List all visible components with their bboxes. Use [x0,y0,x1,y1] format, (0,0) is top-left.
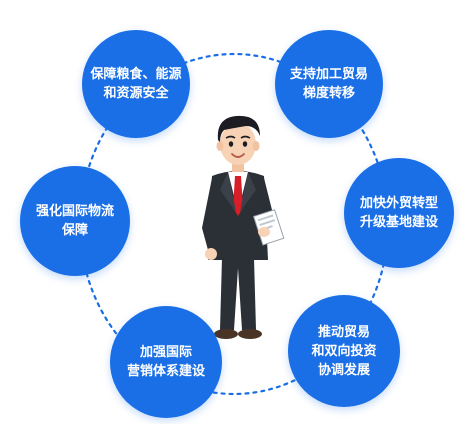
node-marketing-system: 加强国际 营销体系建设 [110,306,222,418]
node-processing-trade: 支持加工贸易 梯度转移 [275,30,383,138]
node-foreign-trade: 加快外贸转型 升级基地建设 [344,158,454,268]
node-logistics: 强化国际物流 保障 [20,166,130,276]
node-label: 强化国际物流 保障 [35,204,114,238]
node-label: 保障粮食、能源 和资源安全 [90,67,182,101]
node-label: 支持加工贸易 梯度转移 [289,67,368,101]
node-label: 加快外贸转型 升级基地建设 [359,196,438,230]
businessman-figure [202,115,285,339]
node-grain-energy: 保障粮食、能源 和资源安全 [82,30,190,138]
node-label: 加强国际 营销体系建设 [126,345,205,379]
node-label: 推动贸易 和双向投资 协调发展 [311,324,377,378]
node-trade-investment: 推动贸易 和双向投资 协调发展 [288,295,400,407]
